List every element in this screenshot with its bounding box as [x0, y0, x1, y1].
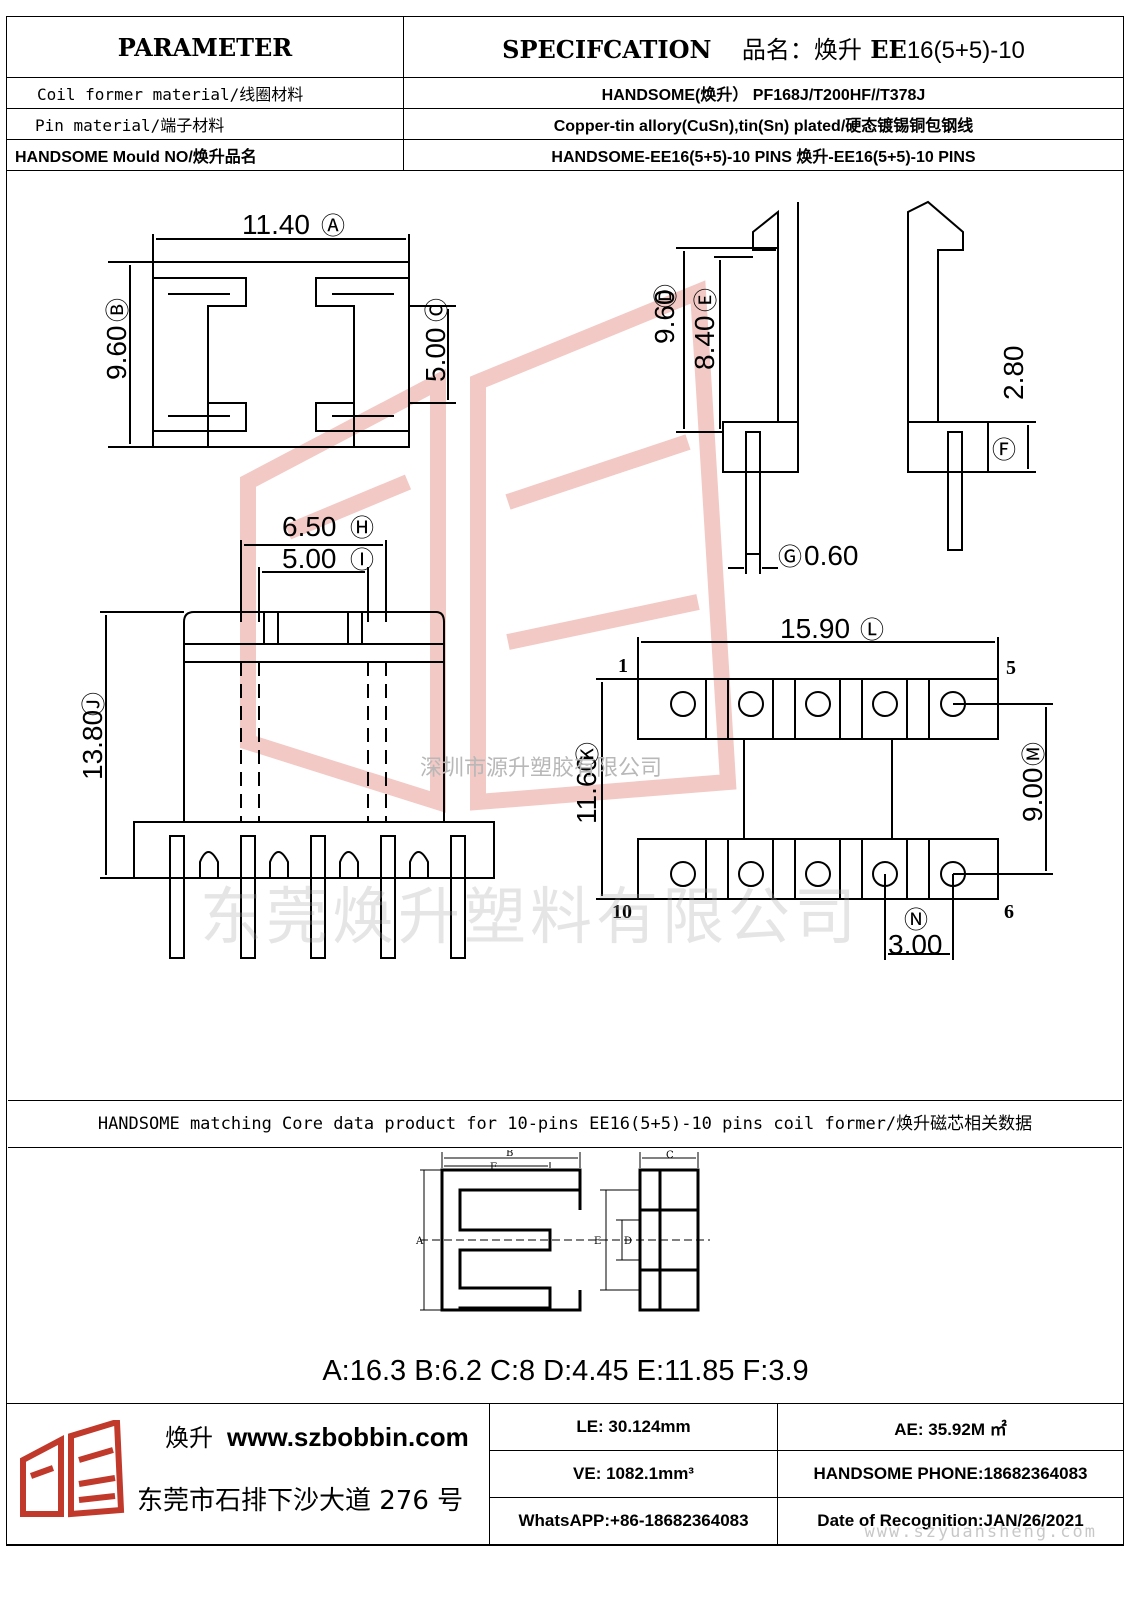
- dim-n-letter: Ⓝ: [904, 907, 928, 934]
- dim-m-letter: Ⓜ: [1021, 742, 1048, 766]
- watermark-small: 深圳市源升塑胶有限公司: [420, 756, 663, 781]
- dim-f-value: 2.80: [998, 346, 1029, 401]
- coil-material-label: Coil former material/线圈材料: [6, 77, 404, 109]
- dim-b-letter: Ⓑ: [105, 298, 132, 322]
- pin-material-label: Pin material/端子材料: [6, 108, 404, 140]
- dim-e-letter: Ⓔ: [693, 288, 720, 312]
- specification-heading: SPECIFCATION 品名：焕升 EE16(5+5)-10: [403, 16, 1124, 78]
- product-model-rest: 16(5+5)-10: [906, 36, 1025, 64]
- pin-number-5: 5: [1006, 657, 1016, 679]
- core-drawing: A B C D E F: [415, 1150, 710, 1312]
- pin-number-6: 6: [1004, 901, 1014, 923]
- dim-e-value: 8.40: [689, 316, 720, 371]
- dim-k-letter: Ⓚ: [575, 742, 602, 766]
- coil-material-value: HANDSOME(焕升） PF168J/T200HF//T378J: [403, 77, 1124, 109]
- dim-g-letter: Ⓖ: [778, 544, 802, 571]
- mould-no-label: HANDSOME Mould NO/焕升品名: [6, 139, 404, 171]
- background-watermark-logo: [240, 280, 737, 813]
- pin-number-1: 1: [618, 655, 628, 677]
- dim-j-letter: Ⓙ: [81, 692, 108, 716]
- dim-a-letter: Ⓐ: [321, 213, 345, 240]
- dim-g-value: 0.60: [804, 540, 859, 571]
- dim-i-value: 5.00: [282, 543, 337, 574]
- le-value: LE: 30.124mm: [489, 1403, 778, 1451]
- core-label-b: B: [506, 1150, 513, 1159]
- dim-b-value: 9.60: [101, 326, 132, 381]
- top-view: [108, 234, 456, 448]
- core-label-d: D: [624, 1236, 632, 1247]
- ae-value: AE: 35.92M ㎡: [777, 1403, 1124, 1451]
- dim-d-letter: Ⓓ: [653, 284, 680, 308]
- side-view: [676, 200, 1036, 574]
- pin-number-10: 10: [612, 901, 632, 923]
- dim-j-value: 13.80: [77, 710, 108, 780]
- dim-d-value: 9.60: [649, 290, 680, 345]
- core-label-c: C: [666, 1150, 674, 1161]
- footer-table: 焕升 www.szbobbin.com 东莞市石排下沙大道 276 号 LE: 3…: [6, 1403, 1124, 1545]
- dim-c-value: 5.00: [420, 328, 451, 383]
- core-data-caption: HANDSOME matching Core data product for …: [8, 1100, 1122, 1148]
- phone-value: HANDSOME PHONE:18682364083: [777, 1450, 1124, 1498]
- dim-h-value: 6.50: [282, 511, 337, 542]
- coil-former-drawing: 11.40 Ⓐ 9.60 Ⓑ 5.00 Ⓒ 9.60 Ⓓ 8.40 Ⓔ 2.80…: [77, 200, 1053, 960]
- mould-no-value: HANDSOME-EE16(5+5)-10 PINS 焕升-EE16(5+5)-…: [403, 139, 1124, 171]
- dim-n-value: 3.00: [888, 929, 943, 960]
- ve-value: VE: 1082.1mm³: [489, 1450, 778, 1498]
- company-info: 焕升 www.szbobbin.com 东莞市石排下沙大道 276 号: [6, 1403, 490, 1545]
- dim-i-letter: Ⓘ: [350, 547, 374, 574]
- dim-l-letter: Ⓛ: [860, 617, 884, 644]
- website-link[interactable]: www.szbobbin.com: [227, 1422, 469, 1452]
- spec-label: SPECIFCATION: [502, 34, 712, 64]
- dim-k-value: 11.60: [571, 756, 602, 824]
- whatsapp-value: WhatsAPP:+86-18682364083: [489, 1497, 778, 1545]
- dim-h-letter: Ⓗ: [350, 515, 374, 542]
- core-label-e: E: [594, 1236, 601, 1247]
- brand-name: 焕升: [165, 1424, 213, 1452]
- product-name-label: 品名：焕升: [741, 35, 862, 64]
- parameter-heading: PARAMETER: [6, 16, 404, 78]
- front-view: [100, 540, 495, 959]
- dim-a-value: 11.40: [242, 209, 310, 240]
- dim-l-value: 15.90: [780, 613, 850, 644]
- parameter-table: PARAMETER SPECIFCATION 品名：焕升 EE16(5+5)-1…: [6, 16, 1124, 171]
- recognition-date: Date of Recognition:JAN/26/2021: [777, 1497, 1124, 1545]
- watermark-url: www.szyuansheng.com: [864, 1522, 1097, 1542]
- dim-m-value: 9.00: [1017, 768, 1048, 823]
- pin-material-value: Copper-tin allory(CuSn),tin(Sn) plated/硬…: [403, 108, 1124, 140]
- core-label-a: A: [415, 1236, 424, 1247]
- brand-line: 焕升 www.szbobbin.com: [165, 1418, 469, 1453]
- company-address: 东莞市石排下沙大道 276 号: [137, 1486, 464, 1516]
- dim-f-letter: Ⓕ: [992, 437, 1016, 464]
- product-model-bold: EE: [870, 34, 907, 64]
- core-dimensions: A:16.3 B:6.2 C:8 D:4.45 E:11.85 F:3.9: [322, 1355, 809, 1387]
- bottom-view: [596, 637, 1053, 960]
- company-logo: [20, 1420, 125, 1518]
- dim-c-letter: Ⓒ: [424, 298, 451, 322]
- watermark-large: 东莞焕升塑料有限公司: [200, 880, 861, 953]
- core-label-f: F: [490, 1162, 497, 1173]
